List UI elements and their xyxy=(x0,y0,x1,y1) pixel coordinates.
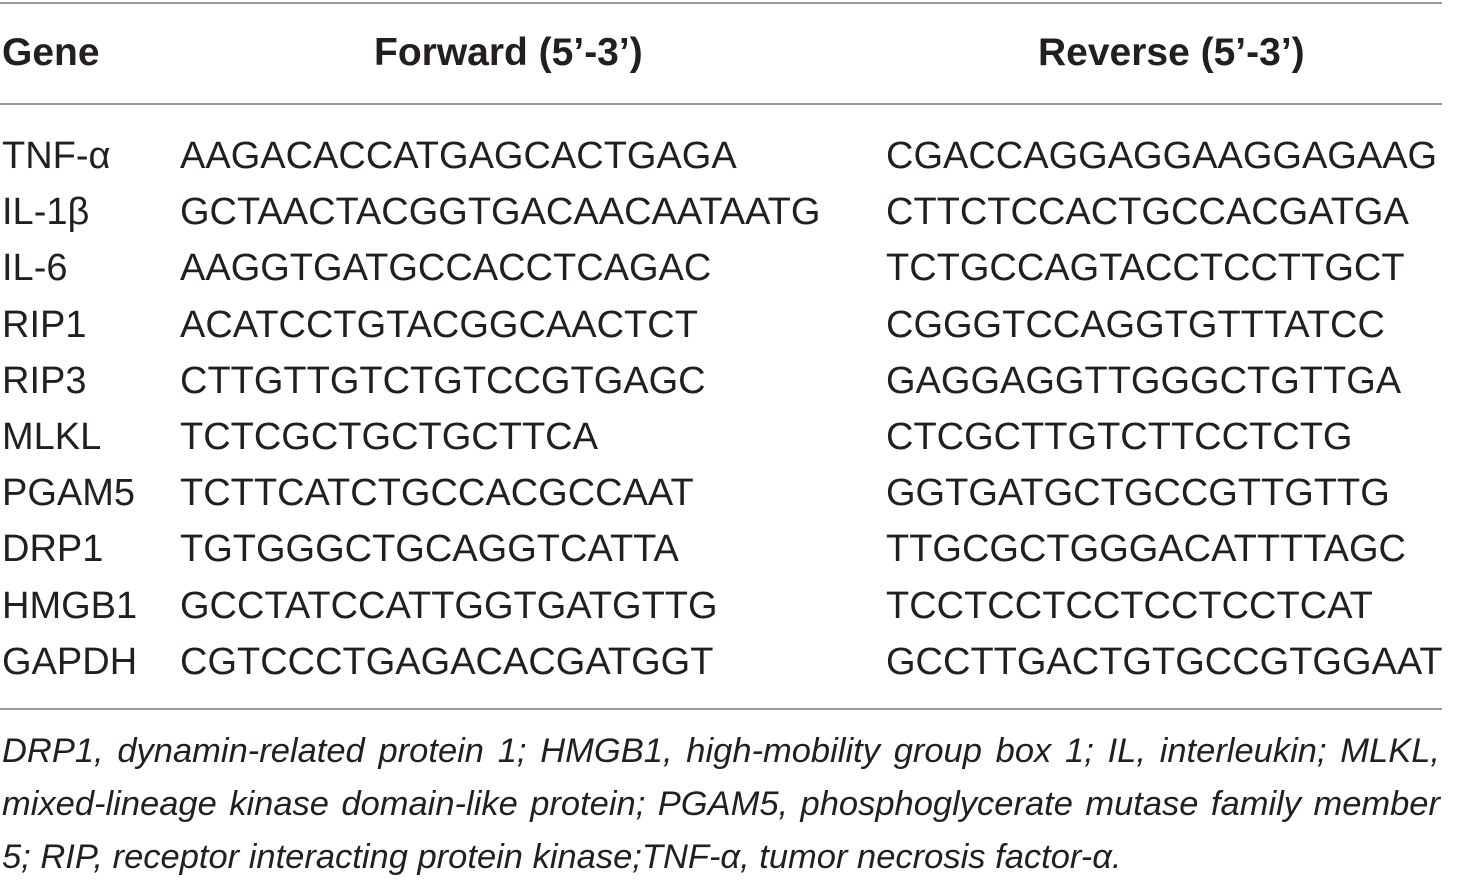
forward-primer-cell: GCCTATCCATTGGTGATGTTG xyxy=(180,584,718,627)
gene-cell: TNF-α xyxy=(2,135,111,177)
reverse-primer-cell: CTCGCTTGTCTTCCTCTG xyxy=(886,415,1353,458)
table-row: PGAM5 TCTTCATCTGCCACGCCAAT GGTGATGCTGCCG… xyxy=(0,468,1460,524)
table-row: GAPDH CGTCCCTGAGACACGATGGT GCCTTGACTGTGC… xyxy=(0,637,1460,693)
forward-primer-cell: CTTGTTGTCTGTCCGTGAGC xyxy=(180,359,706,402)
gene-cell: GAPDH xyxy=(2,640,138,683)
reverse-primer-cell: TCCTCCTCCTCCTCCTCAT xyxy=(886,584,1373,627)
reverse-primer-cell: GGTGATGCTGCCGTTGTTG xyxy=(886,472,1390,515)
gene-cell: PGAM5 xyxy=(2,472,136,515)
table-row: RIP1 ACATCCTGTACGGCAACTCT CGGGTCCAGGTGTT… xyxy=(0,300,1460,356)
gene-cell: RIP1 xyxy=(2,303,87,346)
table-bottom-rule xyxy=(0,708,1442,710)
table-row: TNF-α AAGACACCATGAGCACTGAGA CGACCAGGAGGA… xyxy=(0,131,1460,187)
column-header-reverse: Reverse (5’-3’) xyxy=(1038,31,1305,74)
table-footnote: DRP1, dynamin-related protein 1; HMGB1, … xyxy=(2,732,1440,876)
table-top-rule xyxy=(0,2,1442,4)
reverse-primer-cell: CGACCAGGAGGAAGGAGAAG xyxy=(886,135,1438,177)
table-row: MLKL TCTCGCTGCTGCTTCA CTCGCTTGTCTTCCTCTG xyxy=(0,412,1460,468)
column-header-gene: Gene xyxy=(2,31,100,74)
forward-primer-cell: TCTCGCTGCTGCTTCA xyxy=(180,415,598,458)
reverse-primer-cell: TCTGCCAGTACCTCCTTGCT xyxy=(886,247,1405,290)
table-row: IL-6 AAGGTGATGCCACCTCAGAC TCTGCCAGTACCTC… xyxy=(0,243,1460,299)
table-row: RIP3 CTTGTTGTCTGTCCGTGAGC GAGGAGGTTGGGCT… xyxy=(0,356,1460,412)
reverse-primer-cell: GCCTTGACTGTGCCGTGGAAT xyxy=(886,640,1443,683)
header-divider-rule xyxy=(0,103,1442,105)
forward-primer-cell: GCTAACTACGGTGACAACAATAATG xyxy=(180,191,821,234)
reverse-primer-cell: GAGGAGGTTGGGCTGTTGA xyxy=(886,359,1402,402)
gene-cell: MLKL xyxy=(2,415,102,458)
table-row: HMGB1 GCCTATCCATTGGTGATGTTG TCCTCCTCCTCC… xyxy=(0,581,1460,637)
gene-cell: IL-6 xyxy=(2,247,68,290)
table-body: TNF-α AAGACACCATGAGCACTGAGA CGACCAGGAGGA… xyxy=(0,131,1460,693)
gene-cell: RIP3 xyxy=(2,359,87,402)
reverse-primer-cell: CGGGTCCAGGTGTTTATCC xyxy=(886,303,1385,346)
table-row: DRP1 TGTGGGCTGCAGGTCATTA TTGCGCTGGGACATT… xyxy=(0,524,1460,580)
forward-primer-cell: AAGGTGATGCCACCTCAGAC xyxy=(180,247,712,290)
reverse-primer-cell: TTGCGCTGGGACATTTTAGC xyxy=(886,528,1406,571)
gene-cell: DRP1 xyxy=(2,528,104,571)
forward-primer-cell: CGTCCCTGAGACACGATGGT xyxy=(180,640,714,683)
column-header-forward: Forward (5’-3’) xyxy=(374,31,643,74)
forward-primer-cell: TCTTCATCTGCCACGCCAAT xyxy=(180,472,694,515)
reverse-primer-cell: CTTCTCCACTGCCACGATGA xyxy=(886,191,1409,234)
gene-cell: IL-1β xyxy=(2,191,90,234)
forward-primer-cell: AAGACACCATGAGCACTGAGA xyxy=(180,135,737,177)
table-row: IL-1β GCTAACTACGGTGACAACAATAATG CTTCTCCA… xyxy=(0,187,1460,243)
forward-primer-cell: TGTGGGCTGCAGGTCATTA xyxy=(180,528,679,571)
forward-primer-cell: ACATCCTGTACGGCAACTCT xyxy=(180,303,698,346)
gene-cell: HMGB1 xyxy=(2,584,138,627)
